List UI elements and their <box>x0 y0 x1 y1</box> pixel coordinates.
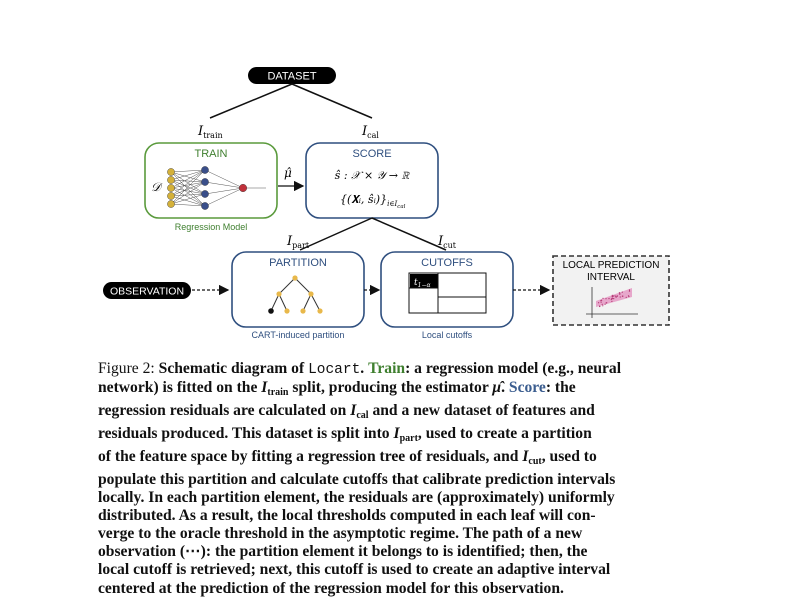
prediction-interval-box: LOCAL PREDICTION INTERVAL <box>552 255 670 326</box>
i-part-label: Ipart <box>286 234 310 250</box>
observation-label: OBSERVATION <box>110 286 184 298</box>
i-train-label: Itrain <box>197 124 223 140</box>
train-title: TRAIN <box>195 148 228 160</box>
dataset-node: DATASET <box>248 67 336 84</box>
caption-line-10: observation (⋯): the partition element i… <box>98 543 588 561</box>
prediction-title-line1: LOCAL PREDICTION <box>563 260 660 271</box>
score-formula-2: {(𝐗ᵢ, ŝᵢ)}i∈Ical <box>340 193 406 210</box>
score-to-partition-line <box>299 217 373 251</box>
caption-line-9: verge to the oracle threshold in the asy… <box>98 525 583 543</box>
hidden-neuron <box>201 166 209 174</box>
dataset-label: DATASET <box>267 71 316 83</box>
caption-line-3: regression residuals are calculated on I… <box>98 402 595 422</box>
cutoff-cell-label: t1−α <box>414 278 431 289</box>
train-caption: Regression Model <box>175 222 248 232</box>
partition-title: PARTITION <box>269 257 327 269</box>
caption-line-8: distributed. As a result, the local thre… <box>98 507 596 525</box>
i-cut-label: Icut <box>437 234 457 250</box>
method-name: Locart <box>308 362 361 378</box>
input-neuron <box>167 168 175 176</box>
caption-line-11: local cutoff is retrieved; next, this cu… <box>98 561 611 579</box>
caption-line-6: populate this partition and calculate cu… <box>98 471 616 489</box>
score-word: Score <box>508 379 546 397</box>
score-title: SCORE <box>352 148 391 160</box>
schematic-diagram: DATASET Itrain Ical TRAIN 𝒟 Regression M… <box>103 67 670 340</box>
hidden-neuron <box>201 178 209 186</box>
caption-line-2: network) is fitted on the Itrain split, … <box>98 379 576 399</box>
figure-caption: Figure 2: Schematic diagram of Locart. T… <box>98 360 681 598</box>
train-word: Train <box>368 360 406 377</box>
partition-caption: CART-induced partition <box>252 330 345 340</box>
interval-points <box>598 289 631 308</box>
output-neuron <box>238 183 247 192</box>
dataset-to-score-line <box>291 83 373 119</box>
cutoffs-box: CUTOFFS t1−α <box>380 251 514 328</box>
prediction-title-line2: INTERVAL <box>587 272 635 283</box>
tree-icon <box>268 275 323 314</box>
neural-network-icon <box>167 166 266 210</box>
interval-band <box>596 288 632 307</box>
hidden-neuron <box>201 190 209 198</box>
caption-line-12: centered at the prediction of the regres… <box>98 579 564 597</box>
input-neuron <box>167 200 175 208</box>
train-box: TRAIN 𝒟 <box>144 142 278 219</box>
input-neuron <box>167 176 175 184</box>
caption-line-5: of the feature space by fitting a regres… <box>98 448 597 468</box>
caption-line-1: Figure 2: Schematic diagram of Locart. T… <box>98 360 622 378</box>
partition-box: PARTITION <box>231 251 365 328</box>
input-neuron <box>167 184 175 192</box>
observation-node: OBSERVATION <box>103 282 191 299</box>
cutoffs-caption: Local cutoffs <box>422 330 473 340</box>
caption-line-7: locally. In each partition element, the … <box>98 489 615 507</box>
dataset-to-train-line <box>209 83 293 119</box>
data-symbol: 𝒟 <box>151 180 163 194</box>
i-cal-label: Ical <box>361 124 379 140</box>
cutoffs-title: CUTOFFS <box>421 257 473 269</box>
score-formula-1: ŝ : 𝒳 × 𝒴 → ℝ <box>335 169 411 182</box>
hidden-neuron <box>201 202 209 210</box>
score-to-cutoffs-line <box>371 217 447 251</box>
caption-line-4: residuals produced. This dataset is spli… <box>98 425 592 445</box>
input-neuron <box>167 192 175 200</box>
mu-hat-label: μ̂ <box>284 166 292 180</box>
score-box: SCORE ŝ : 𝒳 × 𝒴 → ℝ {(𝐗ᵢ, ŝᵢ)}i∈Ical <box>305 142 439 219</box>
